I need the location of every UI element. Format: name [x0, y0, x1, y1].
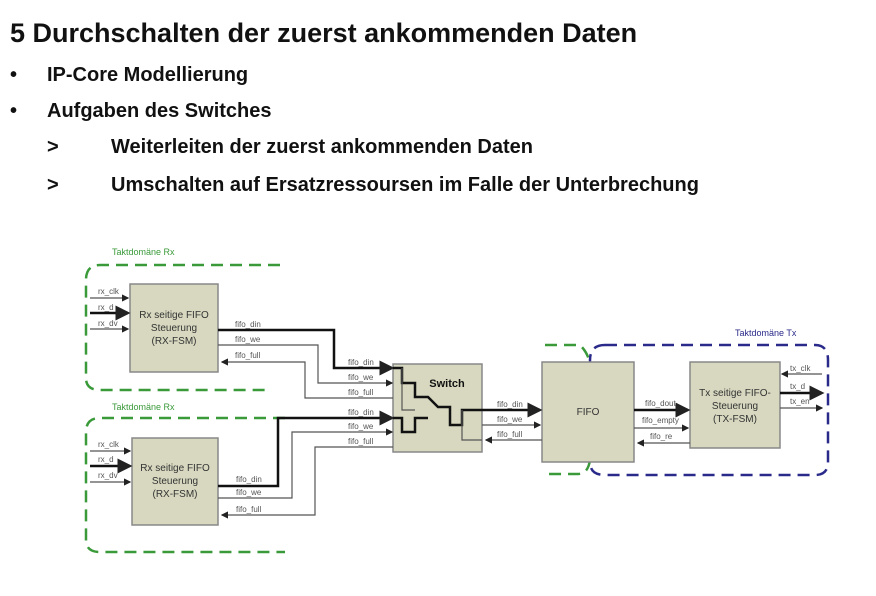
svg-text:rx_dv: rx_dv: [98, 471, 118, 480]
svg-text:Steuerung: Steuerung: [151, 323, 197, 334]
svg-text:fifo_full: fifo_full: [348, 388, 374, 397]
rx-fsm-box-2: [131, 437, 219, 526]
svg-text:Switch: Switch: [429, 378, 465, 390]
fifo-box: [541, 361, 635, 463]
svg-text:Rx seitige FIFO: Rx seitige FIFO: [140, 463, 210, 474]
rx-domain-2: [84, 416, 285, 554]
svg-text:fifo_full: fifo_full: [497, 430, 523, 439]
tx-domain-label: Taktdomäne Tx: [735, 328, 797, 338]
svg-text:fifo_dout: fifo_dout: [645, 399, 676, 408]
svg-text:rx_dv: rx_dv: [98, 319, 118, 328]
svg-text:fifo_re: fifo_re: [650, 432, 673, 441]
svg-text:(RX-FSM): (RX-FSM): [153, 489, 198, 500]
svg-text:fifo_we: fifo_we: [348, 422, 374, 431]
svg-text:fifo_din: fifo_din: [236, 475, 262, 484]
svg-text:FIFO: FIFO: [577, 407, 600, 418]
svg-text:fifo_full: fifo_full: [348, 437, 374, 446]
svg-text:fifo_din: fifo_din: [235, 320, 261, 329]
svg-text:fifo_we: fifo_we: [497, 415, 523, 424]
svg-text:fifo_full: fifo_full: [235, 351, 261, 360]
svg-text:rx_clk: rx_clk: [98, 287, 120, 296]
svg-text:fifo_din: fifo_din: [348, 408, 374, 417]
svg-text:Steuerung: Steuerung: [712, 401, 758, 412]
slide-title: 5 Durchschalten der zuerst ankommenden D…: [10, 18, 638, 48]
svg-text:tx_clk: tx_clk: [790, 364, 811, 373]
svg-text:fifo_empty: fifo_empty: [642, 416, 679, 425]
svg-text:tx_d: tx_d: [790, 382, 805, 391]
svg-text:fifo_we: fifo_we: [235, 335, 261, 344]
svg-text:fifo_we: fifo_we: [236, 488, 262, 497]
svg-text:(TX-FSM): (TX-FSM): [713, 414, 757, 425]
svg-text:fifo_full: fifo_full: [236, 505, 262, 514]
svg-text:fifo_din: fifo_din: [497, 400, 523, 409]
svg-text:Tx seitige FIFO-: Tx seitige FIFO-: [699, 388, 771, 399]
svg-text:tx_en: tx_en: [790, 397, 810, 406]
rx-domain-1: [84, 263, 280, 392]
rx-domain-2-label: Taktdomäne Rx: [112, 402, 175, 412]
rx-inputs-2: rx_clk rx_d rx_dv: [90, 440, 133, 486]
svg-text:fifo_we: fifo_we: [348, 373, 374, 382]
rx-inputs-1: rx_clk rx_d rx_dv: [90, 287, 131, 333]
svg-text:rx_d: rx_d: [98, 455, 114, 464]
svg-text:rx_clk: rx_clk: [98, 440, 120, 449]
rx-domain-1-label: Taktdomäne Rx: [112, 247, 175, 257]
svg-text:Rx seitige FIFO: Rx seitige FIFO: [139, 310, 209, 321]
tx-domain: [588, 343, 830, 477]
svg-text:Steuerung: Steuerung: [152, 476, 198, 487]
rx-fsm-box-1: [129, 283, 219, 373]
svg-text:(RX-FSM): (RX-FSM): [152, 336, 197, 347]
svg-text:rx_d: rx_d: [98, 303, 114, 312]
svg-text:fifo_din: fifo_din: [348, 358, 374, 367]
